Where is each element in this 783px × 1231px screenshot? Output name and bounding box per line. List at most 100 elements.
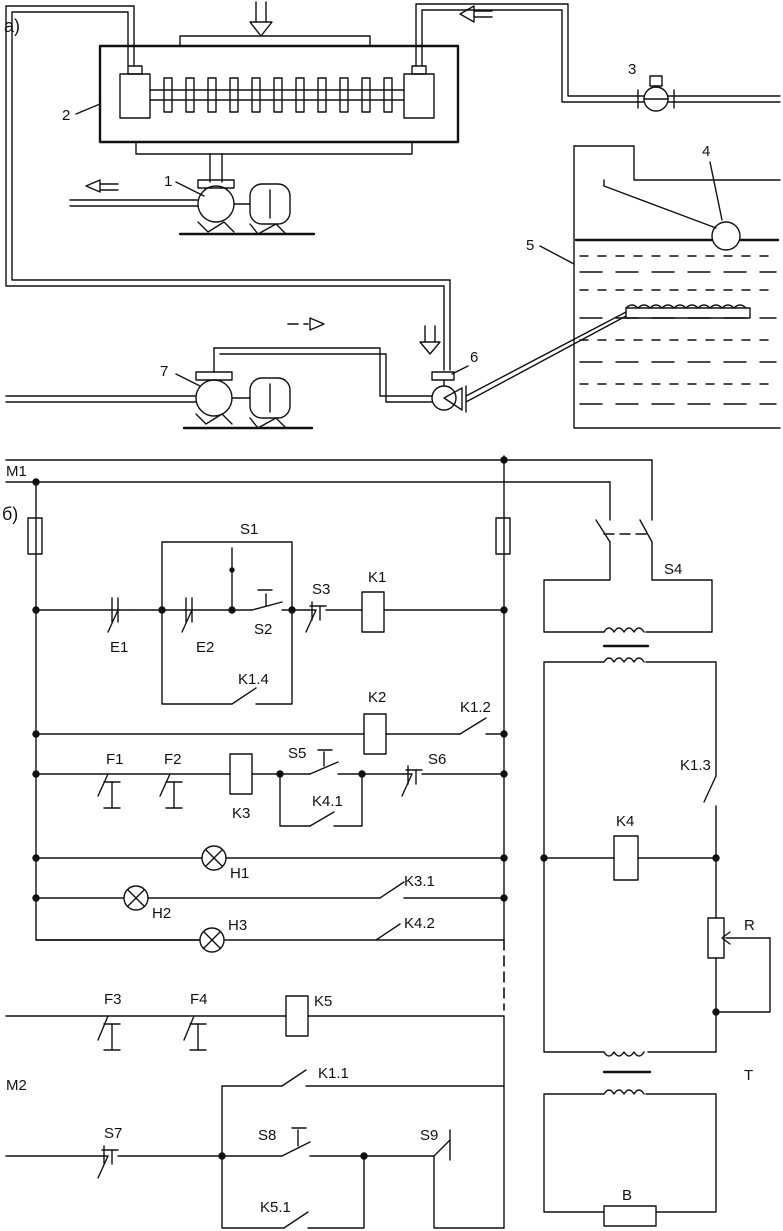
transformer-t-primary <box>603 1051 645 1057</box>
shaft-rib <box>163 77 173 113</box>
return-pipe <box>5 5 445 371</box>
panel-b-label: б) <box>2 504 18 524</box>
s9-label: S9 <box>420 1127 438 1144</box>
fuse-right <box>495 517 511 555</box>
e1-label: E1 <box>110 639 128 656</box>
s1-label: S1 <box>240 521 258 538</box>
s2-label: S2 <box>254 621 272 638</box>
tank-cover-top <box>179 35 371 47</box>
h2-label: H2 <box>152 905 171 922</box>
valve-3 <box>637 75 675 112</box>
f4-label: F4 <box>190 991 208 1008</box>
k5-1-label: K5.1 <box>260 1199 291 1216</box>
shaft-rib <box>207 77 217 113</box>
b-label: B <box>622 1187 632 1204</box>
k2-label: K2 <box>368 689 386 706</box>
thermal-f3 <box>97 1015 121 1051</box>
pump-7 <box>182 347 314 430</box>
relay-k5 <box>285 995 309 1037</box>
k1-3-label: K1.3 <box>680 757 711 774</box>
electrode-e1 <box>107 597 131 633</box>
supply-pipe <box>415 3 781 97</box>
switch-s6[interactable] <box>401 765 423 797</box>
shaft-rib <box>361 77 371 113</box>
f2-label: F2 <box>164 751 182 768</box>
shaft-rib <box>339 77 349 113</box>
switch-s8[interactable] <box>281 1127 311 1157</box>
contact-k1-1 <box>281 1069 307 1087</box>
relay-k4 <box>613 835 639 881</box>
t-label: T <box>744 1067 753 1084</box>
thermal-f2 <box>159 773 183 809</box>
label-2: 2 <box>62 107 70 124</box>
k5-label: K5 <box>314 993 332 1010</box>
pump-1 <box>178 153 316 236</box>
electrical-scheme: M1 б) E1 E2 S1 S2 K1.4 <box>2 455 771 1229</box>
flow-arrow-right <box>459 5 475 23</box>
label-1: 1 <box>164 173 172 190</box>
k1-4-label: K1.4 <box>238 671 269 688</box>
switch-s2[interactable] <box>251 589 283 611</box>
supply-pipe-inner <box>421 9 781 103</box>
f3-label: F3 <box>104 991 122 1008</box>
h1-label: H1 <box>230 865 249 882</box>
power-m1-label: M1 <box>6 463 27 480</box>
transformer-t-secondary <box>603 1089 645 1095</box>
lamp-h1 <box>201 845 227 871</box>
contact-k3-1 <box>379 881 405 899</box>
k4-2-label: K4.2 <box>404 915 435 932</box>
contact-k1-4 <box>231 687 257 705</box>
tank-5 <box>573 145 781 429</box>
switch-s4[interactable] <box>595 459 653 543</box>
relay-k1 <box>361 591 385 633</box>
s6-label: S6 <box>428 751 446 768</box>
label-7: 7 <box>160 363 168 380</box>
relay-k2 <box>363 713 387 755</box>
k3-1-label: K3.1 <box>404 873 435 890</box>
r-label: R <box>744 917 755 934</box>
heater-b <box>603 1205 657 1227</box>
contact-k4-2 <box>375 923 401 941</box>
k4-1-label: K4.1 <box>312 793 343 810</box>
contact-k1-2 <box>459 717 487 735</box>
thermal-f4 <box>183 1015 207 1051</box>
shaft-rib <box>317 77 327 113</box>
s8-label: S8 <box>258 1127 276 1144</box>
relay-k3 <box>229 753 253 795</box>
label-6: 6 <box>470 349 478 366</box>
shaft-rib <box>295 77 305 113</box>
contact-k4-1 <box>309 811 335 827</box>
return-pipe-inner <box>11 11 451 371</box>
s4-label: S4 <box>664 561 682 578</box>
switch-s3[interactable] <box>305 601 327 633</box>
k1-1-label: K1.1 <box>318 1065 349 1082</box>
float-4 <box>711 221 741 251</box>
switch-s7[interactable] <box>97 1145 119 1179</box>
thermal-f1 <box>97 773 121 809</box>
label-4: 4 <box>702 143 710 160</box>
contact-k1-3 <box>703 775 717 803</box>
lamp-h2 <box>123 885 149 911</box>
switch-s5[interactable] <box>309 749 339 775</box>
lamp-h3 <box>199 927 225 953</box>
contact-k5-1 <box>283 1211 309 1229</box>
e2-label: E2 <box>196 639 214 656</box>
k1-label: K1 <box>368 569 386 586</box>
shaft-rib <box>185 77 195 113</box>
s5-label: S5 <box>288 745 306 762</box>
shaft-assembly <box>119 65 435 119</box>
switch-s9[interactable] <box>433 1129 451 1161</box>
power-m2-label: M2 <box>6 1077 27 1094</box>
k1-2-label: K1.2 <box>460 699 491 716</box>
pump-7-discharge <box>213 347 433 397</box>
tank-base <box>135 141 413 155</box>
label-5: 5 <box>526 237 534 254</box>
shaft-rib <box>229 77 239 113</box>
electrode-e2 <box>181 597 193 633</box>
f1-label: F1 <box>106 751 124 768</box>
transformer-primary <box>603 627 645 633</box>
label-3: 3 <box>628 61 636 78</box>
inlet-arrow-top <box>249 1 273 37</box>
shaft-rib <box>273 77 283 113</box>
